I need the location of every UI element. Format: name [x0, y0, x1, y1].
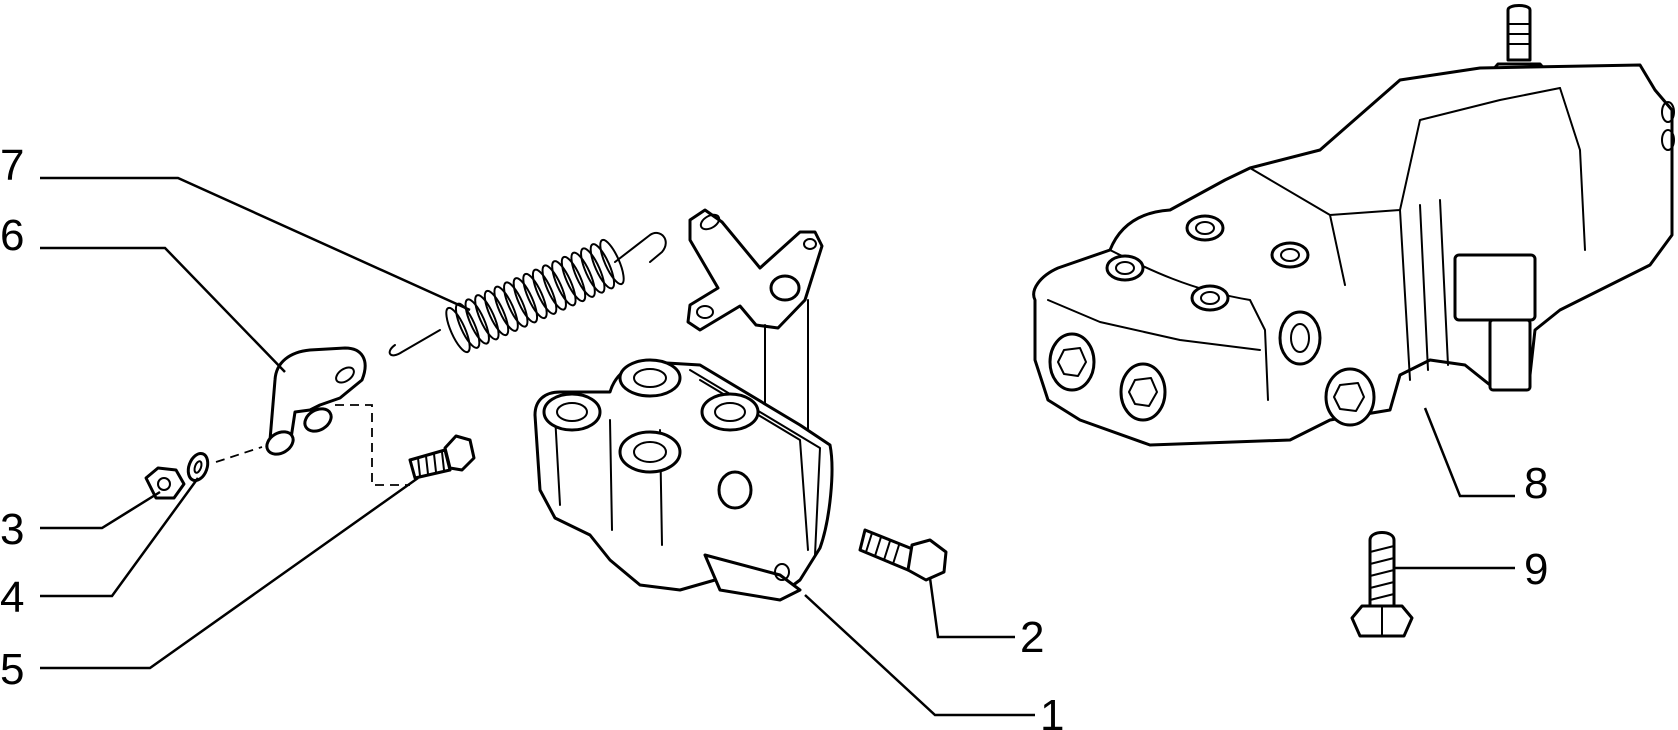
spring-coil: [570, 251, 596, 298]
spring-coil: [580, 247, 606, 294]
spring-coil: [522, 272, 548, 320]
part-8-regulator-valve: [1032, 4, 1675, 447]
leader-1: [804, 594, 1035, 717]
callout-9: 9: [1524, 545, 1548, 594]
callout-1: 1: [1040, 691, 1064, 730]
spring-coil: [464, 298, 490, 345]
spring-coil: [474, 294, 500, 341]
part-4-washer: [186, 451, 210, 483]
spring-coil: [541, 264, 567, 311]
spring-coil: [493, 285, 519, 332]
callout-labels: 1 2 3 4 5 6 7 8 9: [0, 141, 1548, 730]
part-6-lever-bracket: [265, 346, 367, 456]
leader-lines: [40, 176, 1515, 717]
leader-2: [928, 577, 1015, 639]
callout-8: 8: [1524, 459, 1548, 508]
part-2-bolt: [858, 528, 948, 582]
part-3-nut: [144, 466, 186, 500]
spring-coil: [445, 306, 471, 354]
spring-coil: [503, 281, 529, 328]
callout-7: 7: [0, 141, 24, 190]
spring-coil: [551, 260, 577, 307]
callout-4: 4: [0, 573, 24, 622]
spring-coil: [589, 243, 616, 290]
spring-coil: [531, 268, 558, 315]
leader-7: [40, 176, 471, 312]
spring-coil: [512, 277, 539, 324]
leader-3: [40, 490, 161, 530]
callout-2: 2: [1020, 613, 1044, 662]
callout-3: 3: [0, 505, 24, 554]
leader-6: [40, 246, 286, 373]
spring-coil: [483, 289, 510, 337]
callout-5: 5: [0, 645, 24, 694]
part-9-bolt: [1350, 531, 1414, 638]
leader-8: [1423, 407, 1515, 498]
leader-5: [40, 476, 419, 670]
assembly-lines: [215, 404, 410, 486]
callout-6: 6: [0, 211, 24, 260]
leader-4: [40, 477, 200, 598]
part-1-valve-bracket: [533, 208, 834, 602]
part-5-bolt: [408, 434, 476, 480]
spring-coil: [560, 255, 587, 303]
part-7-spring: [388, 232, 667, 357]
